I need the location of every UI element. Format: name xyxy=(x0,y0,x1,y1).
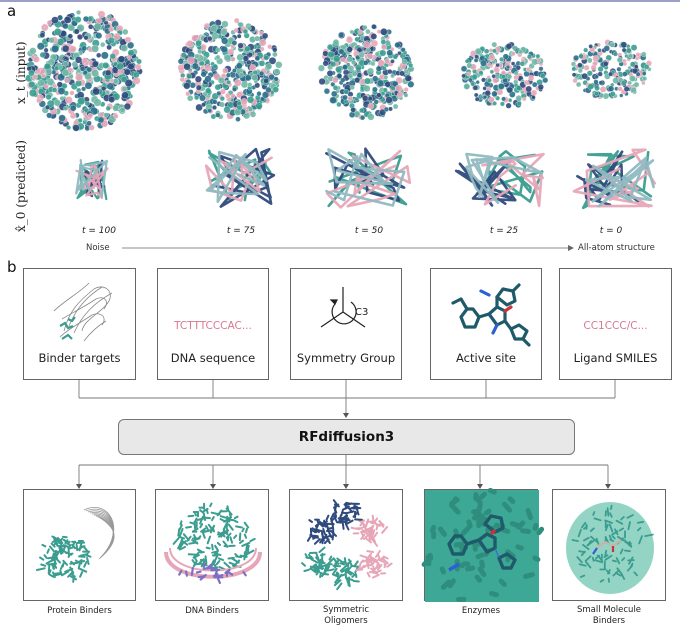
input-label: Binder targets xyxy=(38,351,121,365)
c3-symmetry-icon xyxy=(320,287,366,328)
timestep-label: t = 75 xyxy=(226,226,256,236)
symmetry-group-text: C3 xyxy=(355,307,369,318)
predicted-structures xyxy=(75,147,657,210)
dna-sequence-text: TCTTTCCCAC... xyxy=(174,320,252,332)
predicted-structure xyxy=(454,150,545,208)
ligand-smiles-text: CC1CCC/C... xyxy=(583,320,648,332)
noise-cloud xyxy=(460,41,549,109)
symmetric-oligomer-illustration xyxy=(301,499,393,591)
protein-binder-illustration xyxy=(36,507,115,583)
input-box-ligand-smiles: CC1CCC/C... Ligand SMILES xyxy=(559,268,672,380)
input-label: Active site xyxy=(456,351,516,365)
enzyme-illustration xyxy=(421,487,545,602)
predicted-structure xyxy=(204,147,276,208)
panel-a-letter: a xyxy=(7,2,17,20)
predicted-structure xyxy=(75,159,109,201)
all-atom-structure-label: All-atom structure xyxy=(578,243,655,253)
output-label: Protein Binders xyxy=(47,606,112,616)
binder-target-illustration xyxy=(53,282,113,342)
active-site-illustration xyxy=(451,283,531,347)
noise-cloud xyxy=(177,17,283,122)
input-box-active-site: Active site xyxy=(430,268,542,380)
output-box-small-molecule-binders xyxy=(552,489,666,601)
timeline-arrow xyxy=(122,245,574,251)
input-box-symmetry-group: C3 Symmetry Group xyxy=(290,268,402,380)
output-label: Enzymes xyxy=(461,606,501,616)
output-box-symmetric-oligomers xyxy=(289,489,403,601)
small-molecule-binder-illustration xyxy=(566,502,654,594)
output-label: DNA Binders xyxy=(185,606,239,616)
timestep-label: t = 0 xyxy=(599,226,623,236)
output-box-dna-binders xyxy=(155,489,269,601)
output-box-enzymes xyxy=(421,487,545,602)
connector-lines xyxy=(76,380,616,489)
input-label: DNA sequence xyxy=(170,351,256,365)
predicted-structure xyxy=(572,148,657,210)
input-label: Symmetry Group xyxy=(296,351,396,365)
noise-cloud xyxy=(570,39,652,100)
noise-cloud xyxy=(25,9,143,132)
top-rule xyxy=(0,0,680,2)
dna-binder-illustration xyxy=(164,502,262,585)
noise-label: Noise xyxy=(86,243,110,253)
rfdiffusion3-model-box: RFdiffusion3 xyxy=(118,419,575,455)
timestep-label: t = 50 xyxy=(354,226,384,236)
noisy-input-clouds xyxy=(25,9,652,132)
input-box-dna-sequence: TCTTTCCCAC... DNA sequence xyxy=(157,268,269,380)
input-label: Ligand SMILES xyxy=(573,351,658,365)
predicted-structure xyxy=(325,147,412,209)
input-box-binder-targets: Binder targets xyxy=(23,268,136,380)
timestep-label: t = 100 xyxy=(82,226,116,236)
noise-cloud xyxy=(317,24,415,121)
panel-b-letter: b xyxy=(7,258,17,276)
timestep-label: t = 25 xyxy=(489,226,519,236)
output-box-protein-binders xyxy=(23,489,136,601)
